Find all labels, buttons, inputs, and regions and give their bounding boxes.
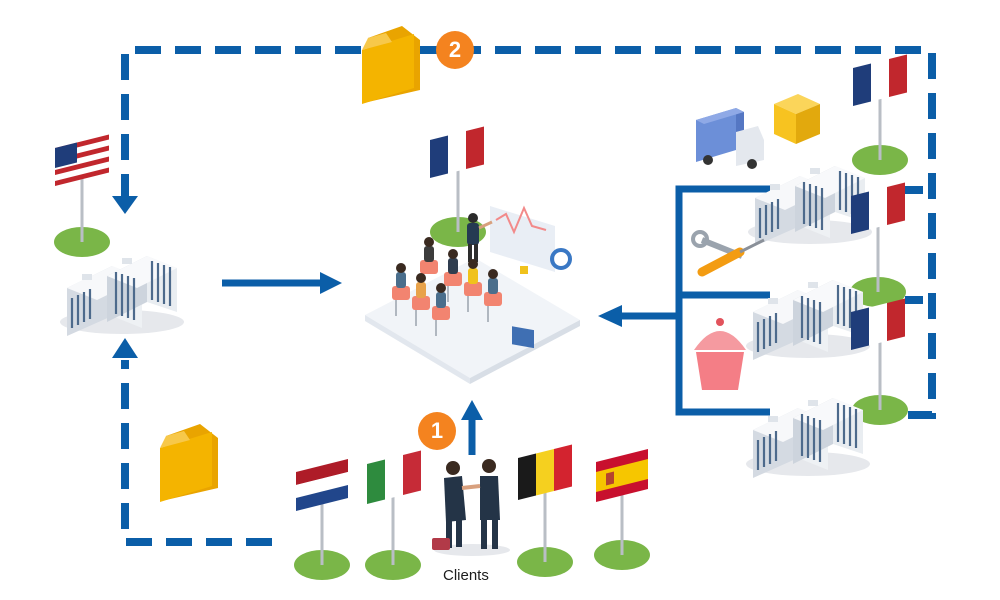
belgium-flag-icon (517, 444, 573, 577)
cupcake-icon (694, 318, 746, 390)
clients-businessmen-icon (432, 459, 510, 556)
france-flag-icon (852, 54, 908, 175)
france-bracket (620, 185, 770, 416)
clients-label: Clients (443, 567, 489, 584)
step-1-badge: 1 (418, 412, 456, 450)
france-flag-icon (851, 298, 908, 425)
tools-icon (691, 230, 765, 277)
spain-flag-icon (594, 449, 650, 570)
arrow-up-to-usa-hq (112, 338, 138, 358)
package-box-icon (774, 94, 820, 144)
arrow-down-to-usa-hq (112, 196, 138, 214)
presenter-icon (467, 213, 493, 262)
audience-icon (392, 237, 502, 336)
arrow-usa-to-training-head (320, 272, 342, 294)
france-dashed-links (905, 186, 932, 304)
presentation-screen-icon (490, 205, 572, 349)
usa-flag-icon (54, 134, 110, 257)
arrow-clients-to-training-head (461, 400, 483, 420)
france-flag-icon (850, 182, 906, 307)
flow-loop-2 (121, 46, 936, 419)
folder-icon-top (362, 26, 420, 104)
usa-hq-building-icon (58, 254, 186, 338)
italy-flag-icon (365, 450, 421, 580)
flow-loop-1 (121, 360, 272, 546)
step-2-badge: 2 (436, 31, 474, 69)
arrow-france-to-training-head (598, 305, 622, 327)
truck-icon (696, 108, 764, 169)
netherlands-flag-icon (294, 459, 350, 580)
folder-icon-left (160, 424, 218, 502)
